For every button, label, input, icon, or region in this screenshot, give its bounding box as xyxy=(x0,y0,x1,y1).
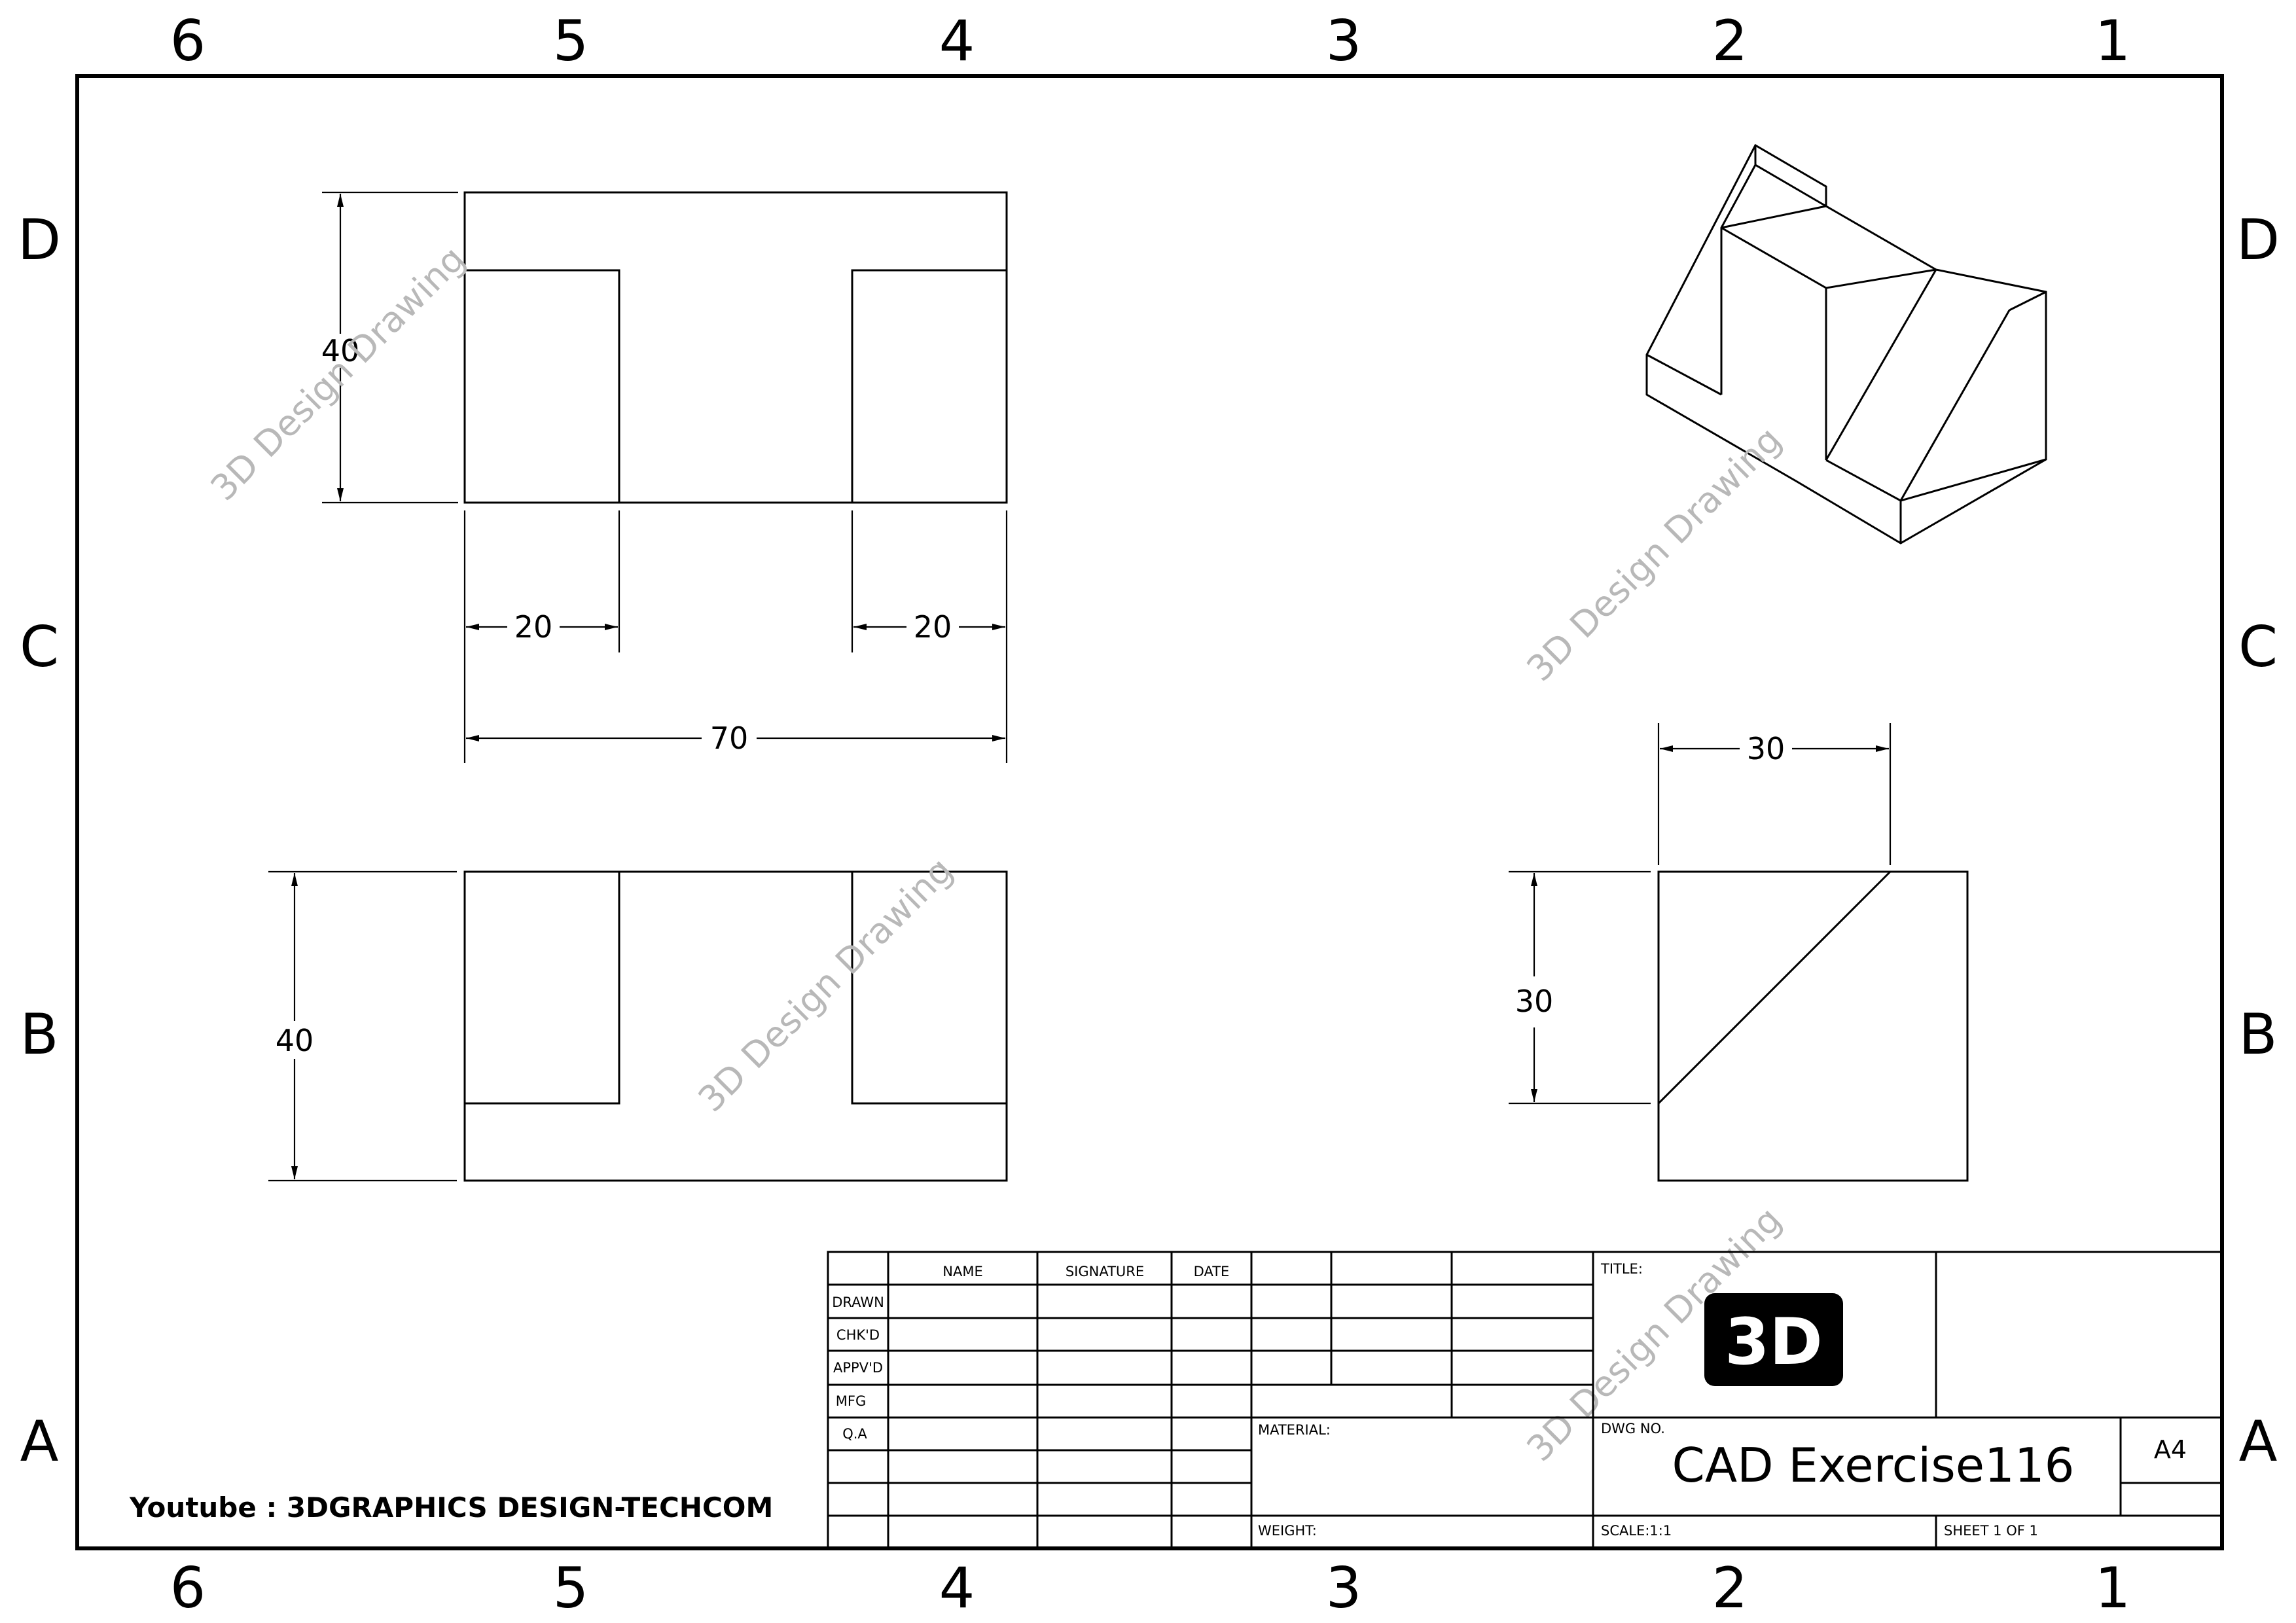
tb-col-date: DATE xyxy=(1194,1264,1230,1279)
tb-dwg-no: CAD Exercise116 xyxy=(1672,1438,2075,1493)
zone-row-b-left: B xyxy=(20,1002,59,1067)
zone-col-5-bottom: 5 xyxy=(553,1556,589,1621)
title-block: NAME SIGNATURE DATE DRAWN CHK'D APPV'D M… xyxy=(827,1251,2223,1550)
tb-row-drawn: DRAWN xyxy=(832,1294,884,1310)
zone-col-6-bottom: 6 xyxy=(170,1556,206,1621)
isometric-view xyxy=(1645,143,2047,544)
zone-row-b-right: B xyxy=(2239,1002,2278,1067)
front-view: 40 20 20 70 xyxy=(321,191,1008,763)
zone-col-5-top: 5 xyxy=(553,9,589,74)
zone-col-4-top: 4 xyxy=(939,9,975,74)
side-width-dim: 30 xyxy=(1747,731,1785,766)
zone-col-2-bottom: 2 xyxy=(1712,1556,1748,1621)
tb-row-mfg: MFG xyxy=(836,1393,866,1409)
tb-col-signature: SIGNATURE xyxy=(1066,1264,1144,1279)
zone-row-d-right: D xyxy=(2236,207,2280,273)
front-left-slot-dim: 20 xyxy=(514,609,553,645)
watermark-3: 3D Design Drawing xyxy=(1519,419,1789,689)
zone-col-1-bottom: 1 xyxy=(2095,1556,2131,1621)
youtube-credit: Youtube : 3DGRAPHICS DESIGN-TECHCOM xyxy=(129,1491,773,1524)
side-height-dim: 30 xyxy=(1515,984,1554,1019)
zone-col-4-bottom: 4 xyxy=(939,1556,975,1621)
front-total-width-dim: 70 xyxy=(710,721,749,756)
tb-row-qa: Q.A xyxy=(842,1426,867,1442)
front-height-dim: 40 xyxy=(321,333,360,368)
zone-col-3-top: 3 xyxy=(1326,9,1362,74)
zone-labels-top: 6 5 4 3 2 1 xyxy=(170,9,2131,74)
tb-dwg-no-label: DWG NO. xyxy=(1601,1421,1665,1436)
logo-3d xyxy=(1704,1293,1843,1386)
tb-row-checked: CHK'D xyxy=(836,1327,880,1343)
side-view: 30 30 xyxy=(1509,723,1969,1182)
zone-labels-right: D C B A xyxy=(2236,207,2280,1474)
tb-weight-label: WEIGHT: xyxy=(1258,1523,1317,1539)
tb-row-approved: APPV'D xyxy=(833,1360,883,1376)
front-right-slot-dim: 20 xyxy=(914,609,952,645)
zone-col-6-top: 6 xyxy=(170,9,206,74)
zone-row-c-right: C xyxy=(2238,615,2278,680)
zone-col-3-bottom: 3 xyxy=(1326,1556,1362,1621)
watermark-1: 3D Design Drawing xyxy=(203,238,473,508)
zone-labels-left: D C B A xyxy=(18,207,61,1474)
tb-size: A4 xyxy=(2154,1435,2187,1464)
zone-row-c-left: C xyxy=(20,615,59,680)
logo-3d-text: 3D xyxy=(1725,1305,1823,1380)
zone-row-d-left: D xyxy=(18,207,61,273)
zone-row-a-left: A xyxy=(20,1409,59,1474)
top-view: 40 xyxy=(268,870,1008,1182)
tb-material-label: MATERIAL: xyxy=(1258,1422,1331,1438)
tb-title-label: TITLE: xyxy=(1600,1261,1643,1277)
tb-scale: SCALE:1:1 xyxy=(1601,1523,1672,1539)
zone-col-2-top: 2 xyxy=(1712,9,1748,74)
zone-row-a-right: A xyxy=(2239,1409,2278,1474)
top-height-dim: 40 xyxy=(276,1023,314,1058)
zone-labels-bottom: 6 5 4 3 2 1 xyxy=(170,1556,2131,1621)
zone-col-1-top: 1 xyxy=(2095,9,2131,74)
tb-col-name: NAME xyxy=(942,1264,982,1279)
tb-sheet: SHEET 1 OF 1 xyxy=(1944,1523,2038,1539)
watermark-2: 3D Design Drawing xyxy=(691,849,961,1120)
